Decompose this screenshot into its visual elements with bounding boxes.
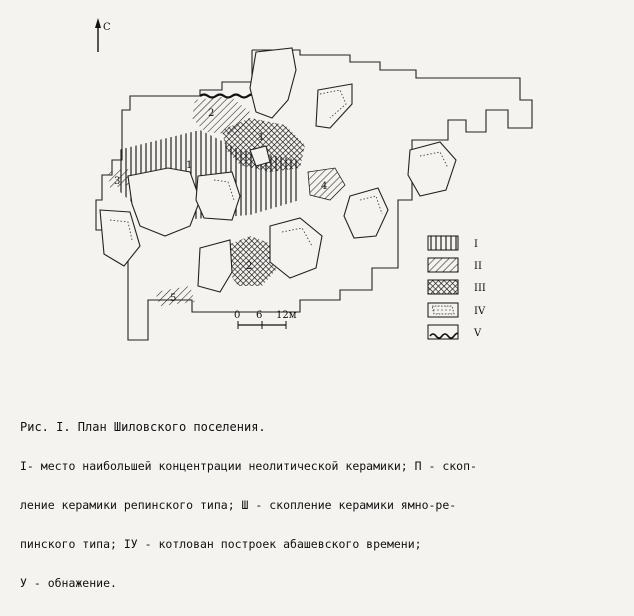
legend-swatch-cross-hatch [427, 279, 459, 295]
zone-label-4: 4 [321, 181, 327, 192]
cross-hatch-area-lower [226, 236, 276, 286]
excavation-outline [95, 49, 533, 341]
scale-tick-6: 6 [256, 310, 262, 321]
diagonal-hatch-area-5 [155, 286, 195, 306]
zone-label-1-upper: 1 [258, 132, 264, 143]
legend: I II III IV V [427, 235, 486, 340]
cross-hatch-area-upper [222, 118, 305, 172]
zone-label-3: 3 [114, 176, 120, 187]
legend-label-5: V [473, 328, 482, 339]
caption-line-3: пинского типа; IУ - котлован построек аб… [20, 537, 422, 551]
zone-label-5: 5 [170, 293, 176, 304]
legend-swatch-vertical-hatch [427, 235, 459, 251]
caption-line-1: I- место наибольшей концентрации неолити… [20, 459, 477, 473]
scale-tick-0: 0 [234, 310, 240, 321]
figure-caption: Рис. I. План Шиловского поселения. I- ме… [20, 395, 620, 616]
zone-label-2-upper: 2 [208, 108, 214, 119]
zone-label-1-lower: 1 [186, 160, 192, 171]
north-arrow: С [95, 18, 111, 52]
scale-bar: 0 6 12м [234, 310, 297, 329]
legend-label-4: IV [474, 306, 486, 317]
diagonal-hatch-area-3 [108, 168, 130, 188]
scale-tick-12: 12м [276, 310, 297, 321]
figure-page: С [20, 18, 533, 590]
zone-label-2-lower: 2 [246, 261, 252, 272]
settlement-plan: С [95, 18, 533, 341]
building-pits [99, 47, 457, 293]
dotted-pit-edges [109, 89, 449, 247]
caption-line-4: У - обнажение. [20, 576, 117, 590]
diagonal-hatch-area-4 [307, 167, 346, 201]
legend-swatch-diagonal-hatch [427, 257, 459, 273]
north-label: С [103, 22, 111, 33]
legend-label-3: III [474, 283, 486, 294]
caption-title: Рис. I. План Шиловского поселения. [20, 420, 266, 434]
legend-label-1: I [474, 239, 478, 250]
legend-label-2: II [474, 261, 482, 272]
caption-line-2: ление керамики репинского типа; Ш - скоп… [20, 498, 457, 512]
